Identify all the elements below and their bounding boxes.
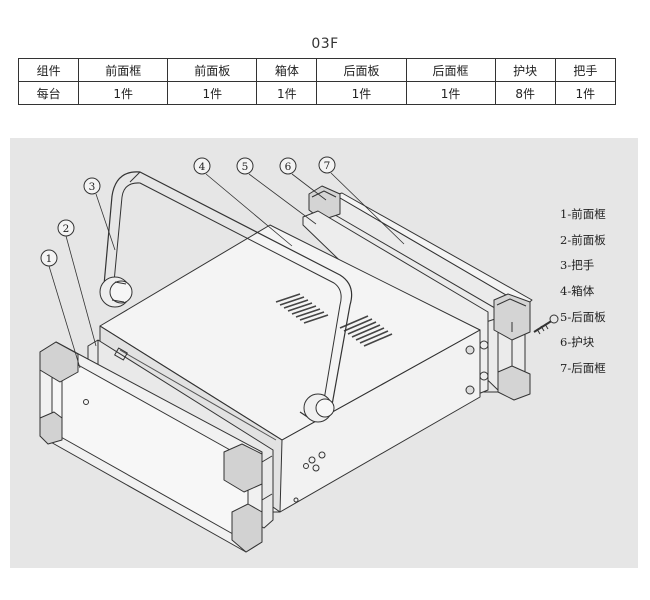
diagram-panel: 1 2 3 4 5 6 7 (10, 138, 638, 568)
table-header-cell: 组件 (17, 58, 80, 82)
callout-5: 5 (242, 161, 249, 173)
callout-2: 2 (63, 223, 70, 235)
table-cell: 每台 (17, 81, 80, 105)
table-header-cell: 后面框 (405, 58, 496, 82)
table-header-cell: 前面框 (78, 58, 169, 82)
legend-item: 2-前面板 (560, 232, 606, 247)
legend-item: 1-前面框 (560, 207, 606, 221)
legend-item: 7-后面框 (560, 361, 606, 376)
exploded-view-drawing: 1 2 3 4 5 6 7 (39, 156, 559, 553)
table-cell: 1件 (78, 81, 169, 105)
table-header-row: 组件 前面框 前面板 箱体 后面板 后面框 护块 把手 (17, 58, 617, 82)
table-cell: 1件 (256, 81, 318, 105)
table-header-cell: 后面板 (316, 58, 407, 82)
legend-item: 6-护块 (560, 335, 595, 350)
handle (99, 171, 353, 423)
table-row: 每台 1件 1件 1件 1件 1件 8件 1件 (17, 81, 617, 105)
leader-lines (48, 172, 405, 369)
table-header-cell: 护块 (494, 58, 556, 82)
table-cell: 1件 (554, 81, 617, 105)
callout-7: 7 (324, 160, 331, 172)
table-header-cell: 箱体 (256, 58, 318, 82)
table-cell: 8件 (494, 81, 556, 105)
table-cell: 1件 (405, 81, 496, 105)
callout-markers: 1 2 3 4 5 6 7 (40, 156, 336, 267)
model-title: 03F (311, 36, 339, 52)
vent-slots (275, 293, 393, 347)
callout-3: 3 (89, 181, 96, 193)
component-table: 组件 前面框 前面板 箱体 后面板 后面框 护块 把手 每台 1件 1件 1件 … (17, 58, 617, 105)
legend-item: 5-后面板 (560, 309, 606, 324)
screw (533, 314, 559, 335)
table-cell: 1件 (167, 81, 258, 105)
callout-4: 4 (199, 161, 206, 173)
parts-legend: 1-前面框 2-前面板 3-把手 4-箱体 5-后面板 6-护块 7-后面框 (560, 207, 606, 387)
callout-1: 1 (46, 253, 53, 265)
table-cell: 1件 (316, 81, 407, 105)
table-header-cell: 前面板 (167, 58, 258, 82)
callout-6: 6 (285, 161, 292, 173)
legend-item: 3-把手 (560, 258, 595, 273)
legend-item: 4-箱体 (560, 284, 595, 299)
table-header-cell: 把手 (554, 58, 617, 82)
front-frame (39, 341, 273, 553)
